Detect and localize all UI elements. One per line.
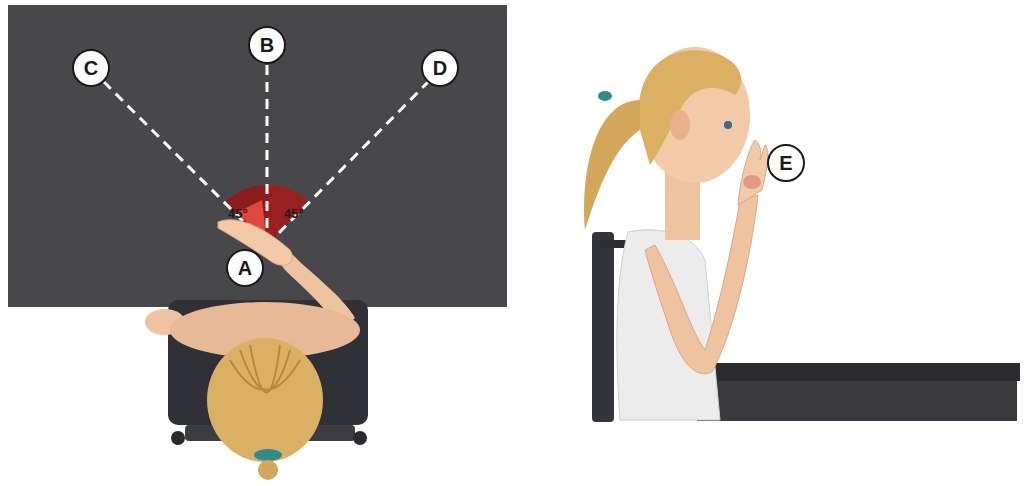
callout-circle: C [72, 49, 110, 87]
callout-circle: A [226, 249, 264, 287]
hair [639, 50, 742, 165]
callout-letter: C [84, 57, 98, 80]
hair-tie [254, 449, 282, 461]
angle-label: 45° [228, 206, 248, 221]
hand [738, 140, 768, 205]
callout-letter: B [260, 34, 274, 57]
angle-sector [267, 185, 309, 245]
callout-letter: E [779, 152, 792, 175]
callout-letter: A [238, 257, 252, 280]
table-front [697, 381, 1017, 421]
arm [645, 195, 758, 374]
callout-letter: D [433, 57, 447, 80]
callout-circle: E [767, 144, 805, 182]
desk-top [8, 5, 507, 307]
direction-lines [104, 64, 428, 245]
table [695, 363, 1020, 381]
callout-circle: D [421, 49, 459, 87]
head-hair [207, 338, 323, 462]
ponytail [584, 100, 640, 230]
chair-back [592, 232, 614, 422]
callout-circle: B [248, 26, 286, 64]
angle-label: 45° [284, 206, 304, 221]
mouth [743, 175, 761, 189]
